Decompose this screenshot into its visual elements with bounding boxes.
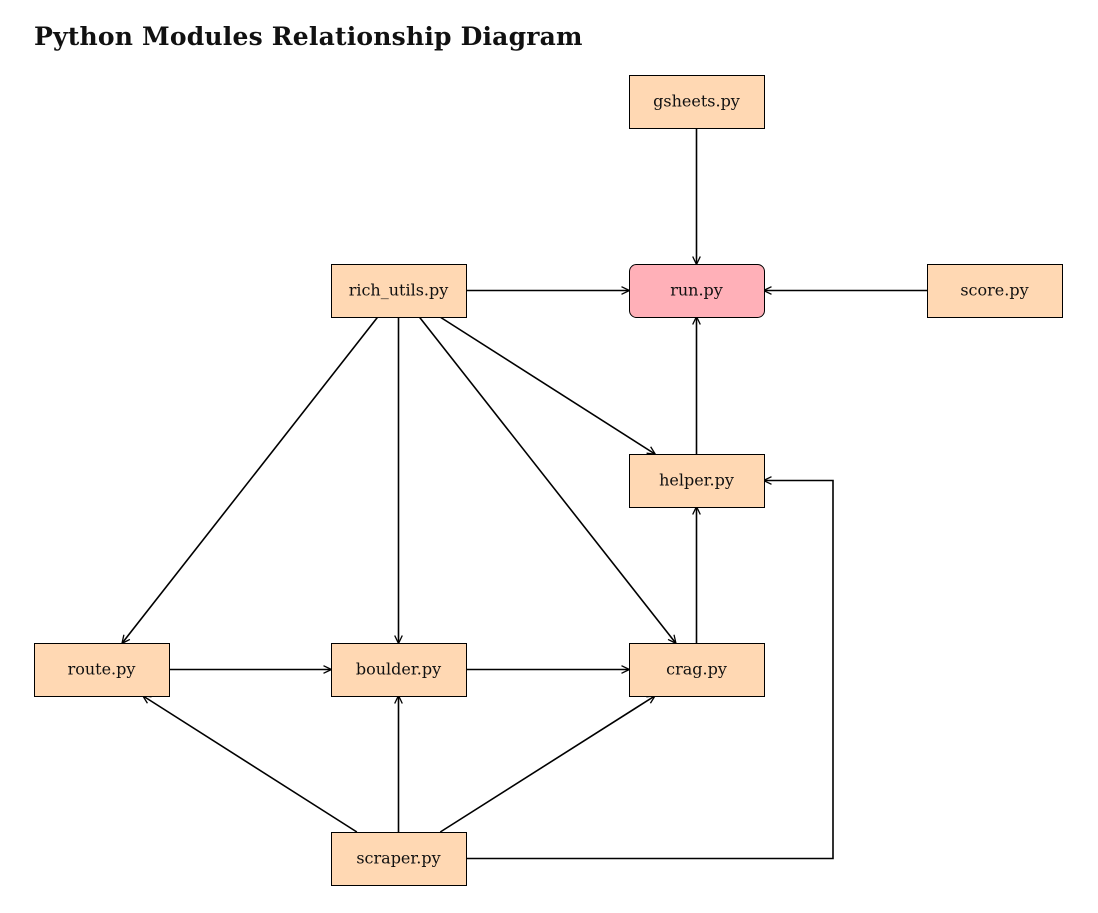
page-title: Python Modules Relationship Diagram xyxy=(34,22,583,51)
node-box xyxy=(331,643,467,697)
edge-scraper-to-crag xyxy=(439,696,654,833)
node-crag: crag.py xyxy=(629,643,765,697)
node-box xyxy=(629,643,765,697)
node-box xyxy=(34,643,170,697)
node-box xyxy=(331,264,467,318)
node-label: rich_utils.py xyxy=(349,281,449,300)
node-label: crag.py xyxy=(666,660,727,679)
node-boulder: boulder.py xyxy=(331,643,467,697)
node-label: boulder.py xyxy=(356,660,441,679)
node-box xyxy=(629,264,765,318)
node-gsheets: gsheets.py xyxy=(629,75,765,129)
node-label: score.py xyxy=(960,281,1028,300)
node-label: run.py xyxy=(670,281,723,300)
edge-rich_utils-to-helper xyxy=(439,316,655,454)
edge-rich_utils-to-crag xyxy=(418,316,675,643)
node-run: run.py xyxy=(629,264,765,318)
edge-rich_utils-to-route xyxy=(122,316,379,643)
node-label: scraper.py xyxy=(356,849,440,868)
node-scraper: scraper.py xyxy=(331,832,467,886)
node-score: score.py xyxy=(927,264,1063,318)
node-box xyxy=(629,454,765,508)
node-label: gsheets.py xyxy=(653,92,740,111)
node-rich-utils: rich_utils.py xyxy=(331,264,467,318)
node-box xyxy=(629,75,765,129)
edge-scraper-to-helper xyxy=(466,481,834,860)
node-label: route.py xyxy=(68,660,136,679)
node-helper: helper.py xyxy=(629,454,765,508)
node-label: helper.py xyxy=(659,471,734,490)
node-route: route.py xyxy=(34,643,170,697)
node-box xyxy=(927,264,1063,318)
node-box xyxy=(331,832,467,886)
edge-scraper-to-route xyxy=(143,696,358,833)
